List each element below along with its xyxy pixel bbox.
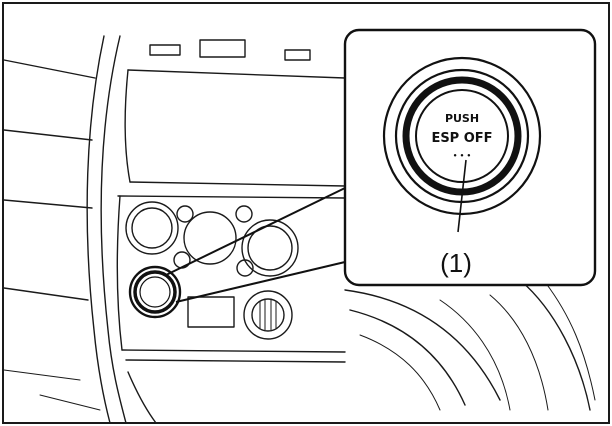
dashboard-illustration xyxy=(3,35,596,424)
esp-switch-small xyxy=(128,265,182,319)
callout-leader xyxy=(165,187,346,303)
callout-label: (1) xyxy=(440,248,472,278)
button-text-push: PUSH xyxy=(445,112,479,125)
label-pointer xyxy=(457,159,467,233)
button-indicator-dots: • • • xyxy=(453,152,471,160)
callout-box: PUSH ESP OFF • • • (1) xyxy=(343,28,597,287)
esp-button-face xyxy=(415,89,509,183)
button-text-esp-off: ESP OFF xyxy=(431,131,492,146)
